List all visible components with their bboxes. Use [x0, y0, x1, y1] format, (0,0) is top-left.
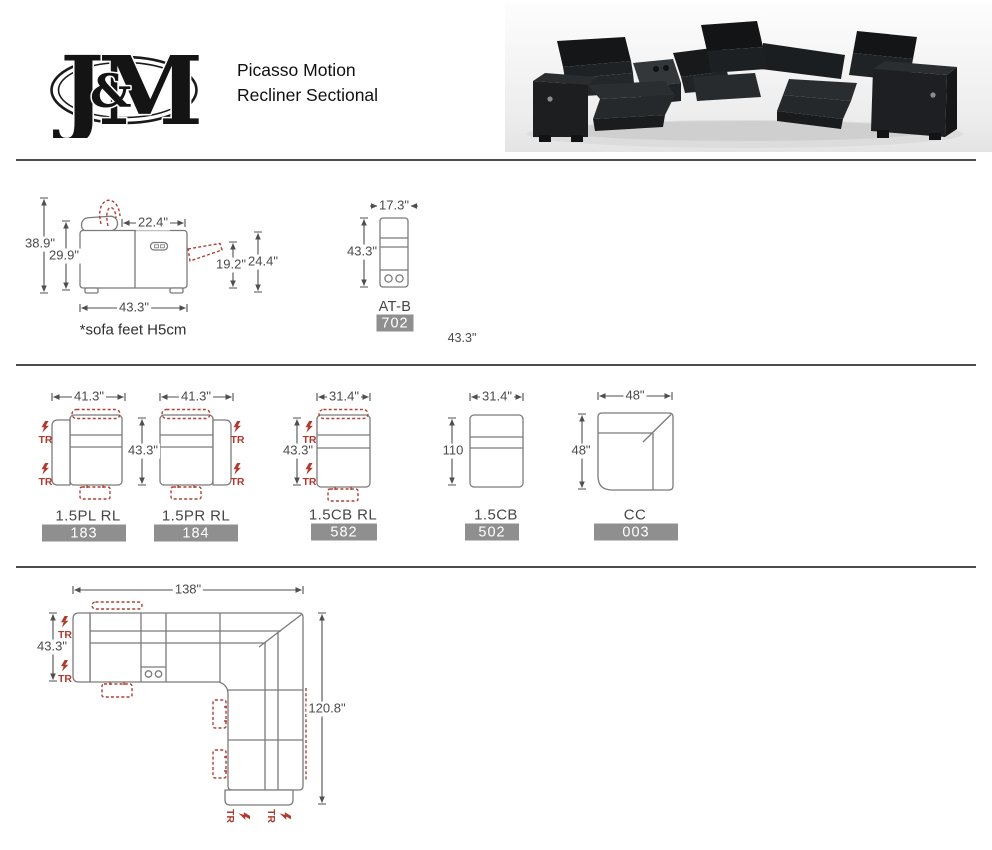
lightning-bolt-icon	[61, 660, 69, 672]
unit-code-badge-183: 183	[42, 524, 126, 542]
tr-label: TR	[58, 673, 72, 685]
lightning-bolt-icon	[41, 463, 49, 475]
dim-unit5-depth: 48"	[569, 442, 593, 459]
footrest-motion-indicator	[212, 699, 227, 729]
logo-ampersand: &	[90, 64, 132, 118]
sectional-layout-diagram: TR TR TR TR	[49, 586, 326, 823]
sofa-illustration	[533, 21, 957, 142]
unit-name-cc: CC	[623, 506, 647, 524]
console-unit-drawing	[379, 217, 409, 288]
unit-drawing-15cb	[469, 414, 524, 488]
footrest-motion-indicator	[187, 242, 223, 262]
unit-drawing-15pr-rl	[159, 414, 232, 486]
dim-back-width: 22.4"	[136, 214, 170, 231]
tr-power-symbols: TR TR TR TR TR TR	[39, 421, 317, 488]
unit-name-15cb-rl: 1.5CB RL	[308, 506, 378, 524]
cupholder-icon	[395, 274, 404, 283]
console-unit-name: AT-B	[378, 299, 412, 315]
side-view-diagram	[40, 197, 418, 312]
unit-name-15cb: 1.5CB	[474, 506, 518, 524]
product-photo	[505, 3, 992, 152]
logo-letter-j: J	[53, 40, 105, 138]
section-divider	[16, 364, 976, 366]
tr-label: TR	[303, 476, 317, 488]
stray-dim-label: 43.3"	[447, 330, 477, 345]
bottom-arm	[224, 789, 294, 806]
section-divider	[16, 159, 976, 161]
section-divider	[16, 566, 976, 568]
lightning-bolt-icon	[305, 421, 313, 433]
power-button-icon	[547, 96, 553, 102]
unit-code-badge-582: 582	[311, 523, 377, 541]
lightning-bolt-icon	[279, 812, 291, 820]
dim-unit1-width: 41.3"	[72, 388, 106, 405]
left-arm	[72, 612, 91, 683]
cupholder-icon	[154, 670, 163, 678]
dim-console-depth: 43.3"	[345, 243, 379, 260]
tr-power-symbols: TR TR TR TR	[58, 616, 291, 823]
dim-layout-depth: 43.3"	[35, 638, 69, 655]
dim-unit2-width: 41.3"	[179, 388, 213, 405]
dim-units-shared-depth: 43.3"	[126, 442, 160, 459]
dim-layout-height: 120.8"	[306, 700, 348, 717]
footrest-motion-indicator	[170, 486, 202, 500]
console-unit-code-badge: 702	[376, 314, 414, 332]
footrest-motion-indicator	[79, 486, 111, 500]
dim-layout-width: 138"	[172, 581, 204, 598]
unit-code-badge-003: 003	[594, 523, 678, 541]
tr-label: TR	[265, 809, 277, 823]
headrest-motion-indicator	[99, 199, 121, 227]
page-title: Picasso Motion Recliner Sectional	[237, 58, 378, 109]
footrest-motion-indicator	[101, 683, 133, 698]
unit-drawing-15pl-rl	[51, 414, 123, 486]
headrest-motion-indicator	[91, 601, 143, 610]
jm-logo: J M &	[50, 40, 200, 138]
lightning-bolt-icon	[41, 421, 49, 433]
dim-unit4-width: 31.4"	[480, 388, 514, 405]
unit-name-15pl-rl: 1.5PL RL	[55, 507, 121, 525]
cupholder-icon	[144, 670, 153, 678]
tr-label: TR	[224, 809, 236, 823]
lightning-bolt-icon	[305, 463, 313, 475]
tr-label: TR	[231, 434, 245, 446]
page-title-line2: Recliner Sectional	[237, 85, 379, 106]
tr-label: TR	[39, 434, 53, 446]
power-button-icon	[930, 92, 936, 98]
footrest-motion-indicator	[327, 488, 359, 502]
lightning-bolt-icon	[61, 616, 69, 628]
dim-console-width: 17.3"	[379, 197, 409, 213]
tr-label: TR	[58, 629, 72, 641]
dim-footrest-height: 19.2"	[214, 256, 248, 273]
dim-depth: 43.3"	[117, 299, 151, 316]
page-title-line1: Picasso Motion	[237, 60, 356, 80]
logo-letter-m: M	[98, 40, 200, 138]
tr-label: TR	[303, 434, 317, 446]
dim-unit3-width: 31.4"	[327, 388, 361, 405]
lightning-bolt-icon	[233, 421, 241, 433]
footrest-motion-indicator	[212, 749, 227, 779]
dim-height-total: 38.9"	[23, 235, 57, 252]
lightning-bolt-icon	[233, 463, 241, 475]
tr-label: TR	[39, 476, 53, 488]
dim-height-seatback: 29.9"	[47, 247, 81, 264]
unit-drawing-15cb-rl	[316, 414, 371, 488]
corner-diagonal	[258, 613, 302, 648]
cupholder-icon	[384, 274, 393, 283]
module-units-diagram: TR TR TR TR TR TR	[39, 392, 674, 502]
unit-drawing-cc	[597, 412, 674, 491]
dim-unit5-width: 48"	[623, 387, 647, 404]
dim-unit3-depth: 43.3"	[281, 442, 315, 459]
sofa-feet-note: *sofa feet H5cm	[79, 321, 187, 339]
headrest-motion-indicator	[318, 408, 369, 420]
dim-recline-clearance: 24.4"	[246, 253, 280, 270]
lightning-bolt-icon	[238, 812, 250, 820]
unit-code-badge-184: 184	[154, 524, 238, 542]
unit-code-badge-502: 502	[465, 523, 519, 541]
dim-unit4-depth: 110	[440, 442, 466, 459]
tr-label: TR	[231, 476, 245, 488]
unit-name-15pr-rl: 1.5PR RL	[161, 507, 231, 525]
